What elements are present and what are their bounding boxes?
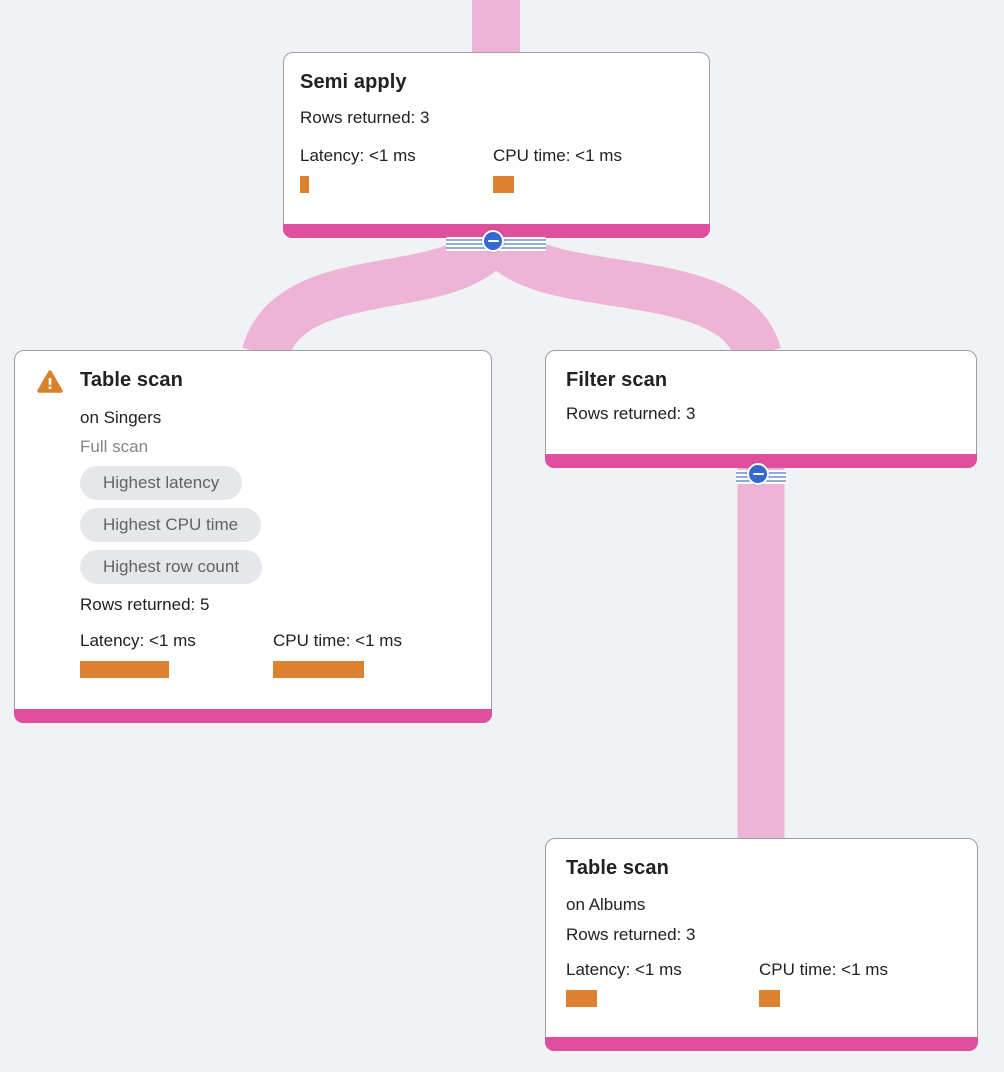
cpu-time-bar — [493, 176, 514, 193]
edge-semi-apply-to-table-scan-singers — [242, 227, 509, 363]
node-title: Table scan — [566, 857, 669, 879]
cpu-time-metric: CPU time: <1 ms — [273, 630, 466, 678]
edge-semi-apply-to-filter-scan — [483, 227, 781, 363]
node-table-scan-albums[interactable]: Table scan on Albums Rows returned: 3 La… — [545, 838, 978, 1051]
latency-bar — [300, 176, 309, 193]
rows-returned: Rows returned: 3 — [300, 108, 430, 127]
badge-highest-cpu-time: Highest CPU time — [80, 508, 262, 542]
badge-list: Highest latency Highest CPU time Highest… — [80, 466, 475, 584]
latency-label: Latency: <1 ms — [566, 960, 682, 979]
minus-glyph — [487, 239, 499, 243]
warning-triangle-icon[interactable] — [37, 370, 63, 394]
rows-returned: Rows returned: 5 — [80, 595, 210, 614]
latency-bar — [566, 990, 597, 1007]
metrics-row: Latency: <1 ms CPU time: <1 ms — [80, 630, 475, 678]
node-accent-bar — [545, 454, 977, 468]
metrics-row: Latency: <1 ms CPU time: <1 ms — [566, 959, 961, 1007]
rows-returned: Rows returned: 3 — [566, 925, 696, 944]
metrics-row: Latency: <1 ms CPU time: <1 ms — [300, 145, 693, 193]
latency-label: Latency: <1 ms — [80, 631, 196, 650]
cpu-time-label: CPU time: <1 ms — [273, 631, 402, 650]
cpu-time-metric: CPU time: <1 ms — [493, 145, 686, 193]
node-title: Semi apply — [300, 71, 407, 93]
cpu-time-bar — [273, 661, 364, 678]
cpu-time-metric: CPU time: <1 ms — [759, 959, 952, 1007]
node-title: Filter scan — [566, 369, 668, 391]
cpu-time-label: CPU time: <1 ms — [493, 146, 622, 165]
latency-label: Latency: <1 ms — [300, 146, 416, 165]
node-accent-bar — [14, 709, 492, 723]
latency-bar — [80, 661, 169, 678]
latency-metric: Latency: <1 ms — [300, 145, 493, 193]
node-accent-bar — [545, 1037, 978, 1051]
node-semi-apply[interactable]: Semi apply Rows returned: 3 Latency: <1 … — [283, 52, 710, 238]
collapse-minus-icon[interactable] — [747, 463, 769, 485]
rows-returned: Rows returned: 3 — [566, 404, 696, 423]
node-table-scan-singers[interactable]: Table scan on Singers Full scan Highest … — [14, 350, 492, 723]
collapse-minus-icon[interactable] — [482, 230, 504, 252]
badge-highest-row-count: Highest row count — [80, 550, 263, 584]
scan-type: Full scan — [80, 437, 149, 456]
node-title: Table scan — [80, 369, 183, 391]
latency-metric: Latency: <1 ms — [80, 630, 273, 678]
cpu-time-label: CPU time: <1 ms — [759, 960, 888, 979]
scan-target: on Albums — [566, 895, 646, 914]
scan-target: on Singers — [80, 408, 162, 427]
latency-metric: Latency: <1 ms — [566, 959, 759, 1007]
badge-highest-latency: Highest latency — [80, 466, 243, 500]
node-filter-scan[interactable]: Filter scan Rows returned: 3 — [545, 350, 977, 468]
cpu-time-bar — [759, 990, 780, 1007]
minus-glyph — [752, 472, 764, 476]
